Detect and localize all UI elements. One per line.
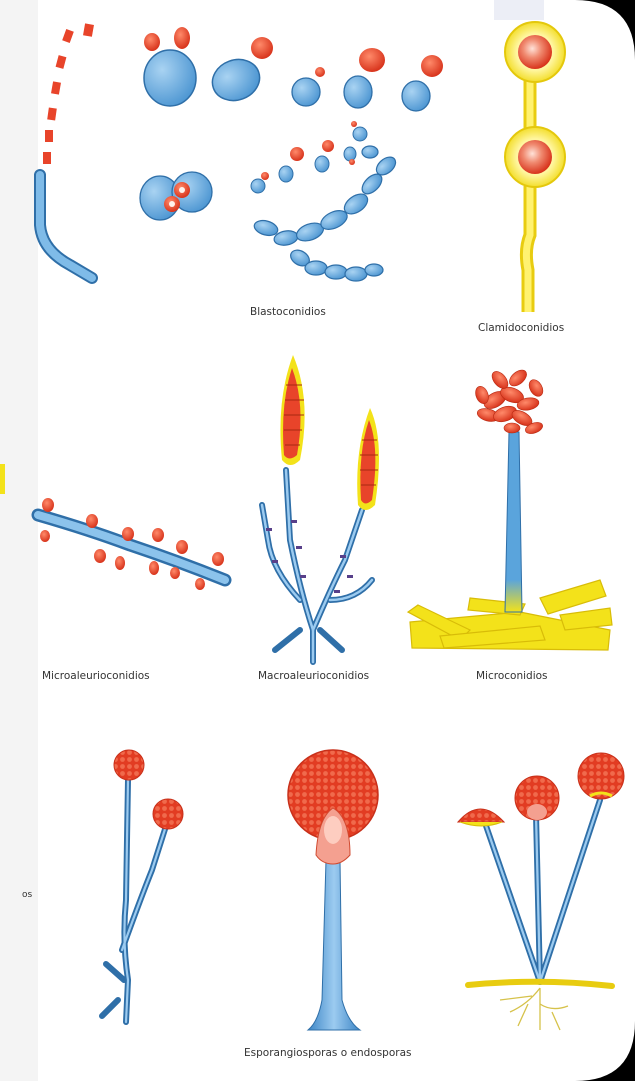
label-cut-off: os — [22, 890, 32, 900]
label-microaleurioconidios: Microaleurioconidios — [42, 670, 150, 682]
label-microconidios: Microconidios — [476, 670, 548, 682]
label-esporangiosporas: Esporangiosporas o endosporas — [244, 1047, 411, 1059]
label-clamidoconidios: Clamidoconidios — [478, 322, 564, 334]
label-blastoconidios: Blastoconidios — [250, 306, 326, 318]
label-macroaleurioconidios: Macroaleurioconidios — [258, 670, 369, 682]
